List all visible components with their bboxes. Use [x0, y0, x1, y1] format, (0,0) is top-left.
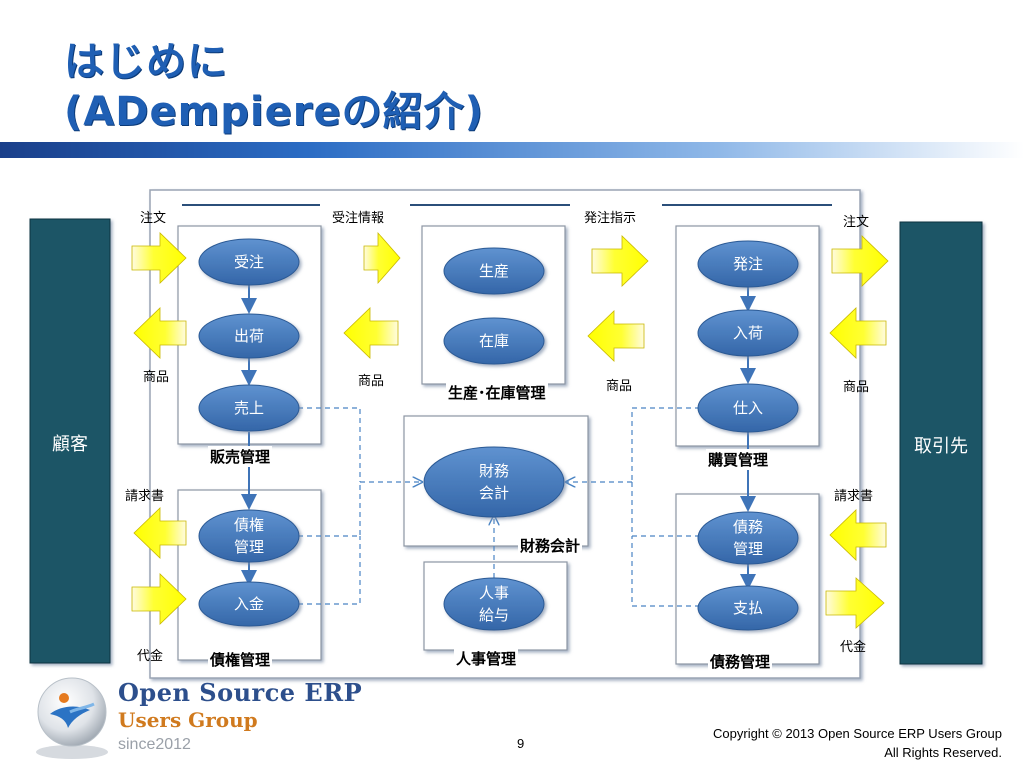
production-oval: [443, 247, 545, 295]
order-label-right: 注文: [843, 215, 870, 230]
osserp-logo-icon: [36, 677, 108, 759]
sales-oval: [198, 384, 300, 432]
copyright-line2: All Rights Reserved.: [884, 745, 1002, 760]
order-instruction-arrow: [591, 235, 649, 287]
payables-oval: [697, 511, 799, 565]
payment-oval: [697, 585, 799, 631]
shipment-text: 出荷: [233, 327, 264, 345]
invoice-label-right: 請求書: [834, 489, 874, 504]
page-number: 9: [517, 736, 525, 751]
payment-text: 支払: [732, 599, 763, 617]
finance-text-line1: 財務: [478, 462, 509, 480]
order-label-left: 注文: [140, 211, 167, 226]
receivables-module-title: 債権管理: [208, 649, 273, 670]
invoice-arrow-left: [133, 507, 187, 559]
order-receipt-oval: [198, 238, 300, 286]
goods-arrow-4: [829, 307, 887, 359]
page-title-line1: はじめに: [64, 39, 228, 85]
payment-arrow-right: [825, 577, 885, 629]
goods-label-3: 商品: [606, 379, 633, 394]
finance-module-title: 財務会計: [518, 535, 583, 556]
procurement-text: 仕入: [732, 399, 763, 417]
order-arrow-left: [131, 232, 187, 284]
hr-oval: [443, 577, 545, 631]
hr-text-line2: 給与: [478, 606, 509, 624]
payables-text-line1: 債務: [732, 518, 763, 536]
copyright: Copyright © 2013 Open Source ERP Users G…: [713, 724, 1002, 762]
receivables-text-line2: 管理: [233, 538, 264, 556]
receiving-text: 入荷: [732, 324, 763, 342]
receivables-oval: [198, 509, 300, 563]
deposit-oval: [198, 581, 300, 627]
inventory-oval: [443, 317, 545, 365]
production-module-title: 生産･在庫管理: [446, 382, 548, 403]
hr-text-line1: 人事: [478, 584, 509, 602]
procurement-oval: [697, 383, 799, 433]
purchase-order-text: 発注: [732, 255, 763, 273]
logo-text-line1: Open Source ERP: [118, 678, 363, 707]
supplier-label: 取引先: [914, 436, 968, 457]
sales-node-text: 売上: [233, 399, 264, 417]
inventory-text: 在庫: [478, 332, 509, 350]
order-info-arrow: [363, 231, 401, 285]
goods-label-1: 商品: [143, 370, 170, 385]
invoice-arrow-right: [829, 509, 887, 561]
order-arrow-right: [831, 235, 889, 287]
goods-label-4: 商品: [843, 380, 870, 395]
order-receipt-text: 受注: [233, 253, 264, 271]
deposit-text: 入金: [233, 595, 264, 613]
goods-arrow-3: [587, 310, 645, 362]
goods-arrow-1: [133, 307, 187, 359]
payables-module-title: 債務管理: [708, 651, 773, 672]
order-info-label: 受注情報: [332, 211, 385, 226]
hr-module-title: 人事管理: [454, 648, 519, 669]
shipment-oval: [198, 313, 300, 359]
payment-label-left: 代金: [137, 649, 164, 664]
title-underline-bar: [0, 142, 1024, 158]
payment-arrow-left: [131, 573, 187, 625]
purchase-order-oval: [697, 240, 799, 288]
receivables-text-line1: 債権: [233, 516, 264, 534]
supplier-box: [899, 221, 983, 665]
finance-oval: [423, 446, 565, 518]
invoice-label-left: 請求書: [125, 489, 165, 504]
page-title-line2: (ADempiereの紹介): [64, 89, 484, 135]
payables-text-line2: 管理: [732, 540, 763, 558]
copyright-line1: Copyright © 2013 Open Source ERP Users G…: [713, 726, 1002, 741]
receiving-oval: [697, 309, 799, 357]
order-instruction-label: 発注指示: [584, 211, 637, 226]
production-text: 生産: [478, 262, 509, 280]
logo-since: since2012: [118, 736, 191, 753]
customer-label: 顧客: [52, 434, 88, 455]
purchasing-module-title: 購買管理: [706, 449, 771, 470]
goods-label-2: 商品: [358, 374, 385, 389]
payment-label-right: 代金: [840, 640, 867, 655]
sales-module-title: 販売管理: [208, 446, 273, 467]
customer-box: [29, 218, 111, 664]
logo-text-line2: Users Group: [118, 708, 258, 732]
finance-text-line2: 会計: [478, 484, 509, 502]
goods-arrow-2: [343, 307, 399, 359]
